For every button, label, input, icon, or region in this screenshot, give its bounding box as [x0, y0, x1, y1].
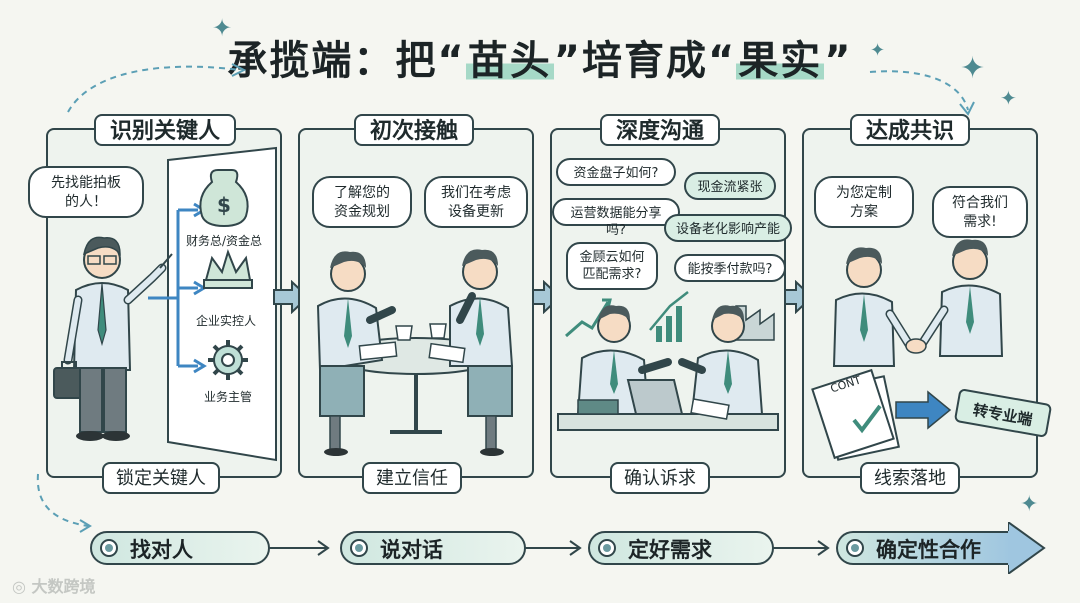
dashed-arc-left	[67, 63, 247, 113]
step-label: 定好需求	[628, 538, 712, 562]
panel-first-contact-result: 建立信任	[362, 462, 462, 494]
step-set-demand: 定好需求	[588, 531, 774, 565]
panel-consensus-result: 线索落地	[860, 462, 960, 494]
sparkle-icon: ✦	[960, 51, 986, 86]
watermark-text: 大数跨境	[31, 577, 96, 596]
sparkle-icon: ✦	[1000, 86, 1017, 110]
step-find-person: 找对人	[90, 531, 270, 565]
watermark-icon: ◎	[12, 577, 32, 596]
svg-text:$: $	[217, 193, 231, 217]
question-bubble-2: 运营数据能分享吗?	[552, 198, 680, 238]
sparkle-icon: ✦	[212, 14, 233, 42]
step-label: 确定性合作	[876, 538, 981, 562]
deep-talk-illustration	[557, 291, 779, 431]
target-icon	[598, 539, 616, 557]
panel-first-contact-title: 初次接触	[354, 114, 475, 146]
title-highlight-1: 苗头	[465, 38, 554, 84]
speech-bubble: 先找能拍板 的人！	[28, 166, 144, 218]
title-text-1: 承揽端：把“	[227, 38, 466, 84]
title-text-3: ”	[824, 38, 853, 84]
step-arrow-icon	[268, 540, 330, 556]
page-title: 承揽端：把“苗头”培育成“果实”	[0, 28, 1080, 86]
target-icon	[350, 539, 368, 557]
answer-bubble-1: 现金流紧张	[684, 172, 776, 200]
panel-identify-result: 锁定关键人	[102, 462, 220, 494]
speech-bubble-left: 了解您的 资金规划	[312, 176, 412, 228]
step-cooperation: 确定性合作	[836, 531, 1012, 565]
question-bubble-1: 资金盘子如何?	[556, 158, 676, 186]
panel-deep-talk-result: 确认诉求	[610, 462, 710, 494]
final-arrow-head-icon	[1008, 522, 1046, 574]
target-icon	[100, 539, 118, 557]
role-owner-label: 企业实控人	[196, 314, 257, 328]
target-icon	[846, 539, 864, 557]
step-label: 说对话	[380, 538, 443, 562]
title-highlight-2: 果实	[736, 38, 825, 84]
panel-consensus-title: 达成共识	[850, 114, 971, 146]
step-arrow-icon	[524, 540, 582, 556]
presenter-illustration: $	[53, 146, 277, 462]
sparkle-icon: ✦	[870, 40, 886, 61]
sparkle-icon: ✦	[1020, 492, 1039, 517]
role-finance-label: 财务总/资金总	[186, 234, 263, 248]
panel-identify: $ 财务总/资金总 企业实控人 业务主管	[46, 128, 282, 478]
role-manager-label: 业务主管	[204, 390, 253, 404]
dashed-arc-right	[869, 70, 975, 116]
question-bubble-3: 金顾云如何 匹配需求?	[566, 242, 658, 290]
speech-bubble-left: 为您定制 方案	[814, 176, 914, 228]
answer-bubble-2: 设备老化影响产能	[664, 214, 792, 242]
step-right-words: 说对话	[340, 531, 526, 565]
step-arrow-icon	[772, 540, 830, 556]
meeting-illustration	[316, 249, 514, 456]
answer-bubble-3: 能按季付款吗?	[674, 254, 786, 282]
panel-deep-talk-title: 深度沟通	[600, 114, 721, 146]
speech-bubble-right: 我们在考虑 设备更新	[424, 176, 528, 228]
title-text-2: ”培育成“	[553, 38, 737, 84]
panel-identify-title: 识别关键人	[94, 114, 237, 146]
panel-deep-talk	[550, 128, 786, 478]
speech-bubble-right: 符合我们 需求!	[932, 186, 1028, 238]
step-label: 找对人	[130, 538, 193, 562]
watermark-logo: ◎ 大数跨境	[12, 573, 96, 597]
handshake-illustration	[811, 239, 1004, 461]
dashed-arc-bottom	[36, 473, 92, 533]
